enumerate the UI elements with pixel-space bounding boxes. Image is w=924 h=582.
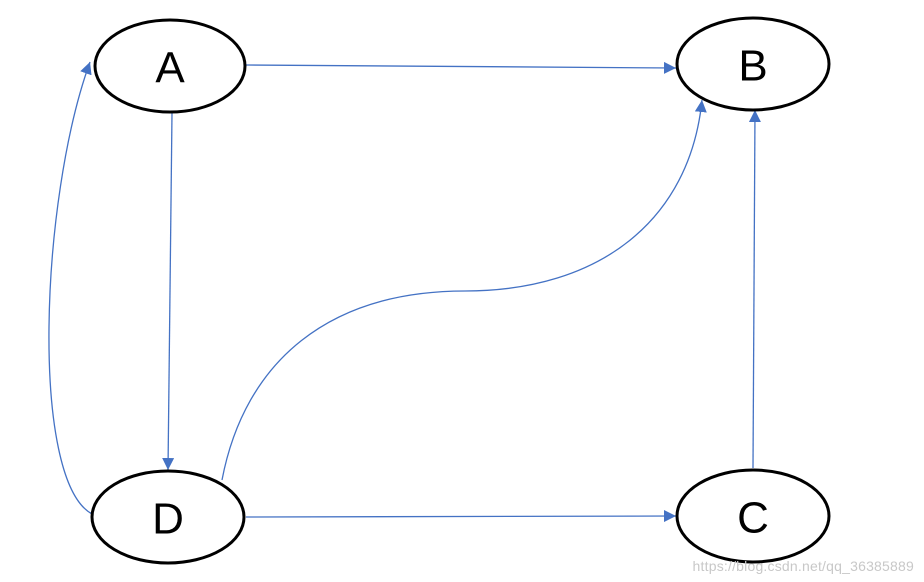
- edge-d-to-a: [48, 61, 93, 515]
- node-c-label: C: [737, 494, 769, 543]
- node-a-label: A: [155, 44, 185, 93]
- node-a-ellipse: [93, 18, 247, 114]
- edge-a-to-d: [162, 112, 175, 471]
- node-b-ellipse: [675, 16, 831, 112]
- node-d-ellipse: [90, 469, 246, 565]
- node-c-ellipse: [675, 468, 831, 564]
- edge-d-to-c: [245, 510, 677, 523]
- node-d-label: D: [152, 495, 184, 544]
- node-b: B: [675, 16, 831, 112]
- edges-layer: [48, 61, 761, 523]
- node-b-label: B: [738, 42, 767, 91]
- edge-d-to-b: [221, 99, 707, 481]
- node-c: C: [675, 468, 831, 564]
- edge-a-to-b: [245, 61, 677, 74]
- watermark-url: https://blog.csdn.net/qq_36385889: [692, 558, 914, 574]
- node-a: A: [93, 18, 247, 114]
- node-d: D: [90, 469, 246, 565]
- edge-c-to-b: [748, 109, 761, 469]
